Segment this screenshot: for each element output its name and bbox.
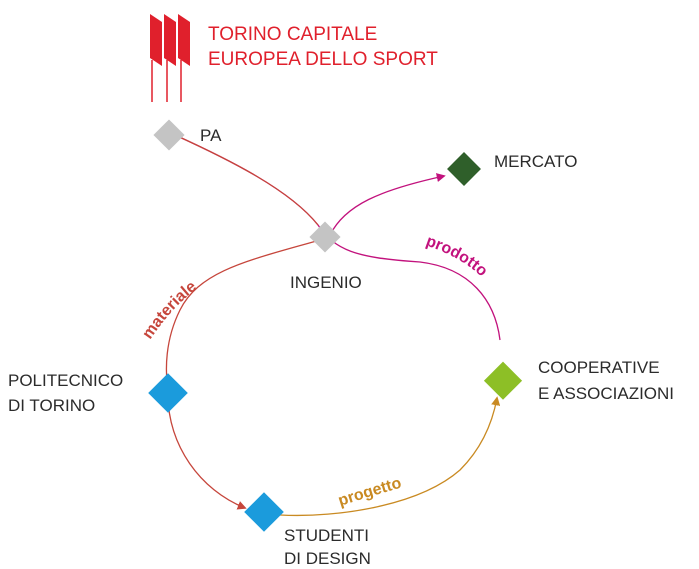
politecnico-node-diamond [148,373,188,413]
politecnico-label-line2: DI TORINO [8,396,95,415]
flags-logo-icon [150,14,190,102]
politecnico-label-line1: POLITECNICO [8,371,123,390]
cooperative-label-line1: COOPERATIVE [538,358,660,377]
studenti-node-diamond [244,492,284,532]
ingenio-node-diamond [309,221,341,253]
mercato-node-diamond [447,152,481,186]
brand-title-line2: EUROPEA DELLO SPORT [208,49,438,70]
studenti-label-line2: DI DESIGN [284,549,371,568]
pa-node-label: PA [200,126,222,145]
studenti-label-line1: STUDENTI [284,526,369,545]
brand-title-line1: TORINO CAPITALE [208,24,377,45]
cooperative-label-line2: E ASSOCIAZIONI [538,384,674,403]
pa-node-diamond [153,119,185,151]
flow-label-progetto: progetto [336,475,403,510]
studenti-to-cooperative-arrow [279,396,501,517]
cooperative-node-diamond [483,361,523,400]
ingenio-to-mercato-arrow [329,173,446,236]
mercato-node-label: MERCATO [494,152,577,171]
ingenio-to-politecnico-connector [165,239,321,391]
ingenio-node-label: INGENIO [290,273,362,292]
politecnico-to-studenti-arrow [167,394,247,510]
flow-label-materiale: materiale [139,278,199,342]
pa-curve-segment [174,134,319,226]
